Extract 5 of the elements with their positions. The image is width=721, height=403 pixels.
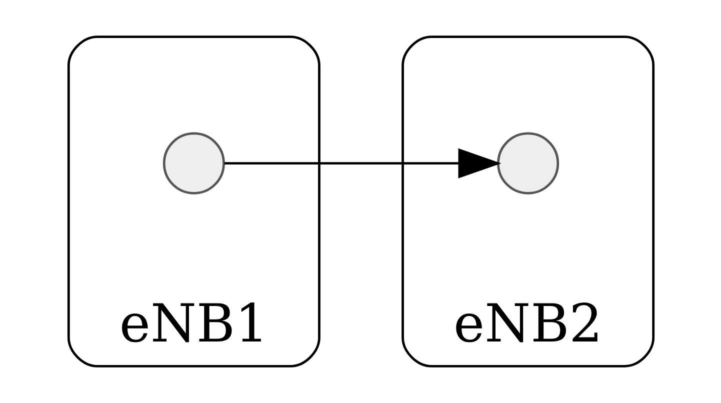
cluster: eNB1 [66,36,320,368]
arrow [224,148,501,178]
node-circle [496,132,559,194]
node-circle [162,132,224,194]
cluster: eNB2 [401,36,654,368]
